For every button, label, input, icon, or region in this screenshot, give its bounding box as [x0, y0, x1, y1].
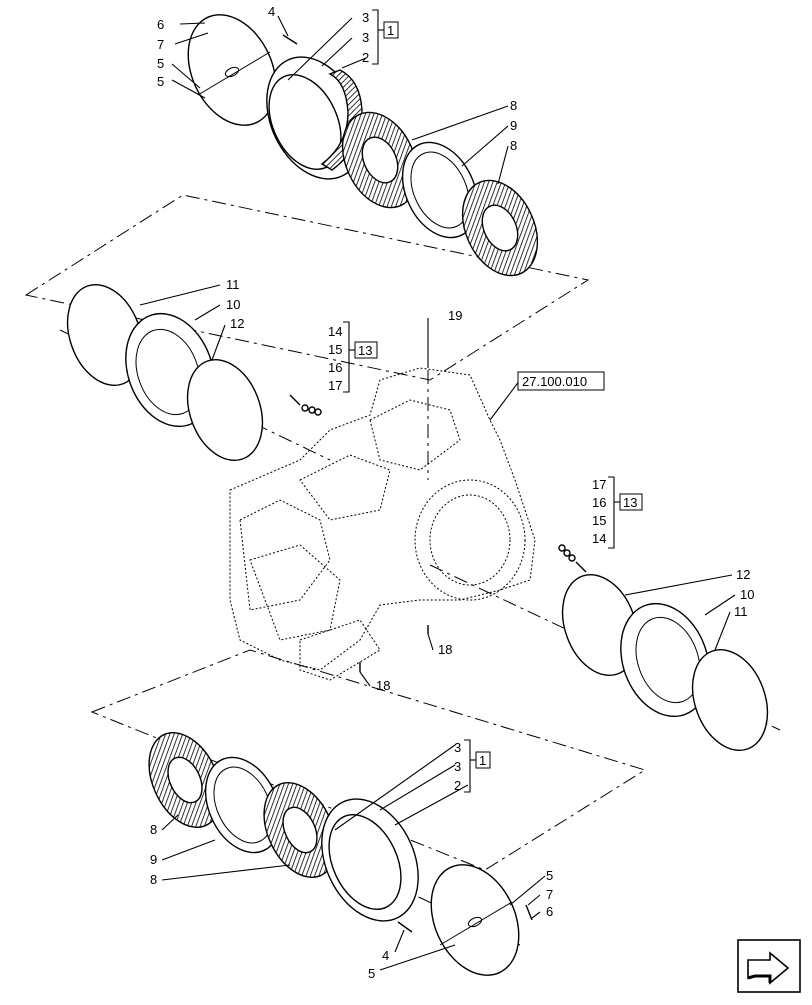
callout-17-left: 17 [328, 378, 342, 393]
callout-18-a: 18 [438, 642, 452, 657]
left-axis [59, 329, 331, 461]
callout-16-right: 16 [592, 495, 606, 510]
o-ring-right-11 [691, 648, 769, 752]
callout-18-b: 18 [376, 678, 390, 693]
callout-11-left: 11 [226, 277, 240, 292]
callout-7-top: 7 [157, 37, 164, 52]
callout-4-top: 4 [268, 4, 275, 19]
upper-boundary [24, 194, 590, 381]
callout-6-bot: 6 [546, 904, 553, 919]
callout-5-top-b: 5 [157, 74, 164, 89]
piston-right-10 [620, 602, 710, 718]
callout-8-top-a: 8 [510, 98, 517, 113]
callout-10-right: 10 [740, 587, 754, 602]
bolt-bot [397, 921, 413, 933]
callout-11-right: 11 [734, 604, 748, 619]
callout-8-top-b: 8 [510, 138, 517, 153]
next-page-arrow-icon[interactable] [737, 939, 801, 993]
callout-13-left-box [354, 341, 378, 359]
cover-plate-bot [430, 864, 520, 976]
callout-5-top-a: 5 [157, 56, 164, 71]
screw-bot [525, 904, 533, 921]
callout-2-bot: 2 [454, 778, 461, 793]
callout-13-right-box [619, 493, 643, 511]
friction-disc-top-a [341, 111, 419, 209]
ref-code-box [517, 371, 605, 391]
callout-3-top-a: 3 [362, 10, 369, 25]
bolt-set-left [289, 394, 322, 416]
callout-3-bot-a: 3 [454, 740, 461, 755]
callout-15-right: 15 [592, 513, 606, 528]
brake-housing-bot [321, 798, 419, 922]
leader-lines [139, 15, 736, 971]
callout-14-left: 14 [328, 324, 342, 339]
callout-9-top: 9 [510, 118, 517, 133]
ref-code: 27.100.010 [522, 374, 587, 389]
callout-17-right: 17 [592, 477, 606, 492]
callout-13-right: 13 [623, 495, 637, 510]
brackets [343, 9, 620, 793]
callout-10-left: 10 [226, 297, 240, 312]
callout-16-left: 16 [328, 360, 342, 375]
callout-5-bot-a: 5 [546, 868, 553, 883]
bolt-set-right [558, 544, 587, 573]
callout-2-top: 2 [362, 50, 369, 65]
o-ring-left-12 [186, 358, 264, 462]
callout-1-bot: 1 [479, 753, 486, 768]
friction-disc-top-b [461, 179, 539, 277]
cover-plate-top [187, 14, 277, 126]
callout-4-bot: 4 [382, 948, 389, 963]
callout-9-bot: 9 [150, 852, 157, 867]
callout-8-bot-a: 8 [150, 822, 157, 837]
transmission-housing [229, 367, 536, 681]
callout-19: 19 [448, 308, 462, 323]
callout-6-top: 6 [157, 17, 164, 32]
callout-3-bot-b: 3 [454, 759, 461, 774]
callout-15-left: 15 [328, 342, 342, 357]
callout-3-top-b: 3 [362, 30, 369, 45]
callout-1-top-box [383, 21, 399, 39]
brake-housing-top [266, 56, 364, 180]
callout-13-left: 13 [358, 343, 372, 358]
callout-7-bot: 7 [546, 887, 553, 902]
callout-1-top: 1 [387, 23, 394, 38]
callout-12-right: 12 [736, 567, 750, 582]
steel-plate-top [401, 141, 479, 239]
callout-1-bot-box [475, 751, 491, 769]
friction-disc-bot-a [148, 732, 222, 828]
callout-5-bot-b: 5 [368, 966, 375, 981]
callout-labels: 6 7 5 5 4 3 3 2 1 8 9 8 11 10 12 14 15 1… [150, 4, 754, 981]
callout-12-left: 12 [230, 316, 244, 331]
callout-14-right: 14 [592, 531, 606, 546]
callout-8-bot-b: 8 [150, 872, 157, 887]
bolt-top [282, 34, 298, 45]
